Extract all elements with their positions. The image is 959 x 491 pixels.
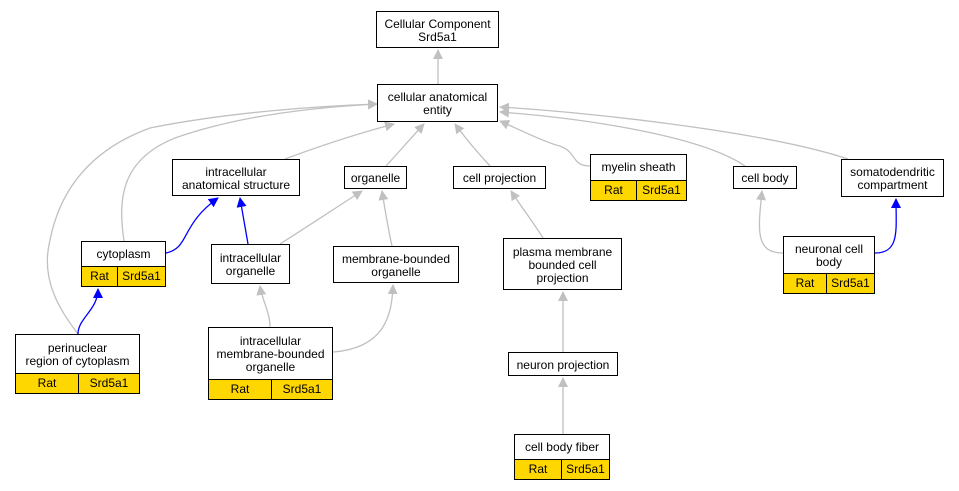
node-label: plasma membrane bounded cell projection <box>512 244 613 285</box>
node-label: cell body <box>741 171 789 185</box>
node-organelle[interactable]: organelle <box>344 166 407 189</box>
node-label: intracellular anatomical structure <box>181 164 291 192</box>
edge-is-a-intracellular-membrane-bounded-organelle-to-intracellular-organelle <box>256 285 271 328</box>
edge-is-a-myelin-sheath-to-cellular-anatomical-entity <box>499 120 591 167</box>
edge-is-a-cell-body-to-cellular-anatomical-entity <box>499 107 746 167</box>
node-intracellular-anatomical-structure[interactable]: intracellular anatomical structure <box>172 159 300 196</box>
node-somatodendritic-compartment[interactable]: somatodendritic compartment <box>841 159 944 197</box>
node-neuronal-cell-body[interactable]: neuronal cell body Rat Srd5a1 <box>783 236 875 294</box>
node-myelin-sheath[interactable]: myelin sheath Rat Srd5a1 <box>590 154 687 201</box>
gene-cell: Srd5a1 <box>642 183 681 197</box>
annotation-row: Rat Srd5a1 <box>209 379 332 399</box>
species-cell: Rat <box>82 267 118 286</box>
node-label: intracellular organelle <box>219 251 282 278</box>
edge-is-a-cytoplasm-to-cellular-anatomical-entity <box>121 99 378 242</box>
edge-is-a-cell-projection-to-cellular-anatomical-entity <box>454 123 491 167</box>
edge-is-a-intracellular-organelle-to-organelle <box>279 190 363 245</box>
species-cell: Rat <box>209 380 272 399</box>
edge-part-of-neuronal-cell-body-to-somatodendritic-compartment <box>874 198 902 254</box>
gene-cell: Srd5a1 <box>282 382 322 396</box>
edge-is-a-intracellular-membrane-bounded-organelle-to-membrane-bounded-organelle <box>332 284 398 353</box>
node-label: organelle <box>350 171 401 185</box>
annotation-row: Rat Srd5a1 <box>515 459 609 479</box>
edge-is-a-perinuclear-region-of-cytoplasm-to-cellular-anatomical-entity <box>46 99 378 335</box>
annotation-row: Rat Srd5a1 <box>591 180 686 200</box>
node-label: somatodendritic compartment <box>850 165 935 192</box>
node-label: neuron projection <box>516 357 610 372</box>
gene-cell: Srd5a1 <box>122 269 161 283</box>
node-cellular-component-root[interactable]: Cellular Component Srd5a1 <box>376 11 499 48</box>
node-label: cellular anatomical entity <box>387 90 488 117</box>
node-cell-projection[interactable]: cell projection <box>453 166 546 189</box>
node-intracellular-membrane-bounded-organelle[interactable]: intracellular membrane-bounded organelle… <box>208 327 333 400</box>
gene-cell: Srd5a1 <box>89 376 129 390</box>
node-plasma-membrane-bounded-cell-projection[interactable]: plasma membrane bounded cell projection <box>503 238 622 290</box>
node-label: myelin sheath <box>601 160 676 174</box>
gene-cell: Srd5a1 <box>831 276 870 290</box>
gene-cell: Srd5a1 <box>566 462 605 476</box>
node-cell-body[interactable]: cell body <box>733 166 797 189</box>
edge-is-a-plasma-membrane-bounded-cell-projection-to-cell-projection <box>510 190 544 239</box>
species-cell: Rat <box>16 374 79 393</box>
node-label: cell projection <box>462 171 537 185</box>
edge-is-a-somatodendritic-compartment-to-cellular-anatomical-entity <box>499 102 849 160</box>
species-cell: Rat <box>784 274 827 293</box>
species-cell: Rat <box>515 460 562 479</box>
edge-part-of-intracellular-organelle-to-intracellular-anatomical-structure <box>236 197 249 245</box>
edge-is-a-neuronal-cell-body-to-cell-body <box>756 190 784 254</box>
node-label: Cellular Component Srd5a1 <box>384 16 491 44</box>
edge-part-of-cytoplasm-to-intracellular-anatomical-structure <box>165 197 219 254</box>
node-intracellular-organelle[interactable]: intracellular organelle <box>211 244 290 284</box>
edge-is-a-organelle-to-cellular-anatomical-entity <box>385 123 425 167</box>
node-membrane-bounded-organelle[interactable]: membrane-bounded organelle <box>333 246 459 283</box>
edge-is-a-intracellular-anatomical-structure-to-cellular-anatomical-entity <box>284 121 395 160</box>
node-cytoplasm[interactable]: cytoplasm Rat Srd5a1 <box>81 241 166 287</box>
node-label: cell body fiber <box>524 439 600 454</box>
node-cellular-anatomical-entity[interactable]: cellular anatomical entity <box>377 84 498 122</box>
node-label: cytoplasm <box>96 246 151 261</box>
species-cell: Rat <box>591 181 637 200</box>
node-label: neuronal cell body <box>794 241 864 269</box>
node-label: perinuclear region of cytoplasm <box>25 340 130 368</box>
edge-part-of-perinuclear-region-of-cytoplasm-to-cytoplasm <box>77 288 103 335</box>
node-label: intracellular membrane-bounded organelle <box>216 333 325 374</box>
node-cell-body-fiber[interactable]: cell body fiber Rat Srd5a1 <box>514 434 610 480</box>
node-perinuclear-region-of-cytoplasm[interactable]: perinuclear region of cytoplasm Rat Srd5… <box>15 334 140 394</box>
node-neuron-projection[interactable]: neuron projection <box>508 352 618 376</box>
annotation-row: Rat Srd5a1 <box>16 373 139 393</box>
annotation-row: Rat Srd5a1 <box>784 273 874 293</box>
edge-is-a-membrane-bounded-organelle-to-organelle <box>378 190 393 247</box>
node-label: membrane-bounded organelle <box>341 251 451 279</box>
annotation-row: Rat Srd5a1 <box>82 266 165 286</box>
